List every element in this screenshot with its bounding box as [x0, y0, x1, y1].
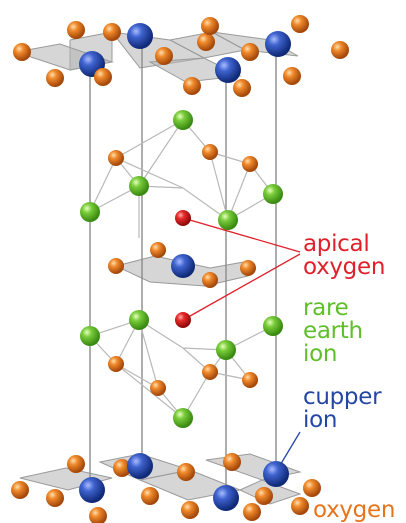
rare-earth-ion-atom: [129, 310, 149, 330]
oxygen-atom: [141, 487, 159, 505]
apical-pointer-upper: [182, 217, 301, 253]
rare-earth-ion-atom: [173, 408, 193, 428]
rare-earth-ion-atom: [173, 110, 193, 130]
rare-earth-ion-atom: [263, 316, 283, 336]
cupper-ion-atom: [171, 254, 195, 278]
oxygen-atom: [67, 21, 85, 39]
atoms: [11, 15, 349, 523]
oxygen-atom: [155, 47, 173, 65]
oxygen-atom: [243, 503, 261, 521]
oxygen-atom: [255, 487, 273, 505]
rare-earth-ion-label: rare earth ion: [303, 297, 363, 366]
cuo2-plane-bottom-1: [19, 467, 113, 491]
oxygen-atom: [46, 69, 64, 87]
oxygen-atom: [303, 479, 321, 497]
oxygen-atom: [13, 43, 31, 61]
oxygen-atom: [242, 372, 258, 388]
apical-oxygen-atom: [175, 210, 191, 226]
oxygen-atom: [331, 41, 349, 59]
cupper-ion-atom: [79, 477, 105, 503]
oxygen-atom: [183, 77, 201, 95]
oxygen-atom: [233, 79, 251, 97]
oxygen-atom: [113, 459, 131, 477]
cupper-ion-atom: [127, 23, 153, 49]
oxygen-atom: [89, 507, 107, 523]
pointer-lines: [182, 217, 301, 473]
rare-earth-ion-atom: [80, 202, 100, 222]
apical-pointer-lower: [182, 253, 301, 321]
oxygen-label: oxygen: [313, 499, 395, 522]
rare-earth-ion-atom: [129, 176, 149, 196]
oxygen-atom: [46, 489, 64, 507]
oxygen-atom: [201, 17, 219, 35]
apical-oxygen-atom: [175, 312, 191, 328]
oxygen-atom: [103, 23, 121, 41]
cupper-ion-atom: [263, 461, 289, 487]
oxygen-atom: [241, 43, 259, 61]
oxygen-atom: [291, 497, 309, 515]
cupper-ion-label: cupper ion: [303, 384, 382, 433]
cupper-ion-atom: [215, 57, 241, 83]
oxygen-atom: [150, 242, 166, 258]
cupper-ion-atom: [127, 453, 153, 479]
oxygen-atom: [177, 463, 195, 481]
apical-label-line-2: oxygen: [303, 254, 386, 280]
rare-earth-ion-atom: [80, 326, 100, 346]
oxygen-atom: [94, 68, 112, 86]
oxygen-atom: [108, 356, 124, 372]
oxygen-atom: [108, 258, 124, 274]
oxygen-atom: [108, 150, 124, 166]
oxygen-atom: [283, 67, 301, 85]
rare-label-line-2: earth: [303, 318, 363, 344]
unit-cell-edges: [89, 38, 277, 496]
cupper-label-line-1: cupper: [303, 384, 382, 410]
oxygen-label-text: oxygen: [313, 497, 396, 523]
rare-label-line-3: ion: [303, 341, 338, 367]
oxygen-atom: [150, 380, 166, 396]
apical-label-line-1: apical: [303, 231, 370, 257]
rare-earth-ion-atom: [263, 184, 283, 204]
oxygen-atom: [11, 481, 29, 499]
oxygen-atom: [197, 33, 215, 51]
cupper-label-line-2: ion: [303, 407, 338, 433]
rare-earth-ion-atom: [218, 210, 238, 230]
oxygen-atom: [223, 453, 241, 471]
apical-oxygen-label: apical oxygen: [303, 233, 385, 279]
oxygen-atom: [181, 501, 199, 519]
cuo2-planes: [15, 31, 302, 505]
cupper-ion-atom: [213, 485, 239, 511]
oxygen-atom: [240, 260, 256, 276]
oxygen-atom: [202, 272, 218, 288]
oxygen-atom: [202, 364, 218, 380]
oxygen-atom: [291, 15, 309, 33]
oxygen-atom: [67, 455, 85, 473]
rare-earth-ion-atom: [216, 340, 236, 360]
cupper-ion-atom: [265, 31, 291, 57]
oxygen-atom: [202, 144, 218, 160]
oxygen-atom: [242, 156, 258, 172]
rare-label-line-1: rare: [303, 295, 349, 321]
